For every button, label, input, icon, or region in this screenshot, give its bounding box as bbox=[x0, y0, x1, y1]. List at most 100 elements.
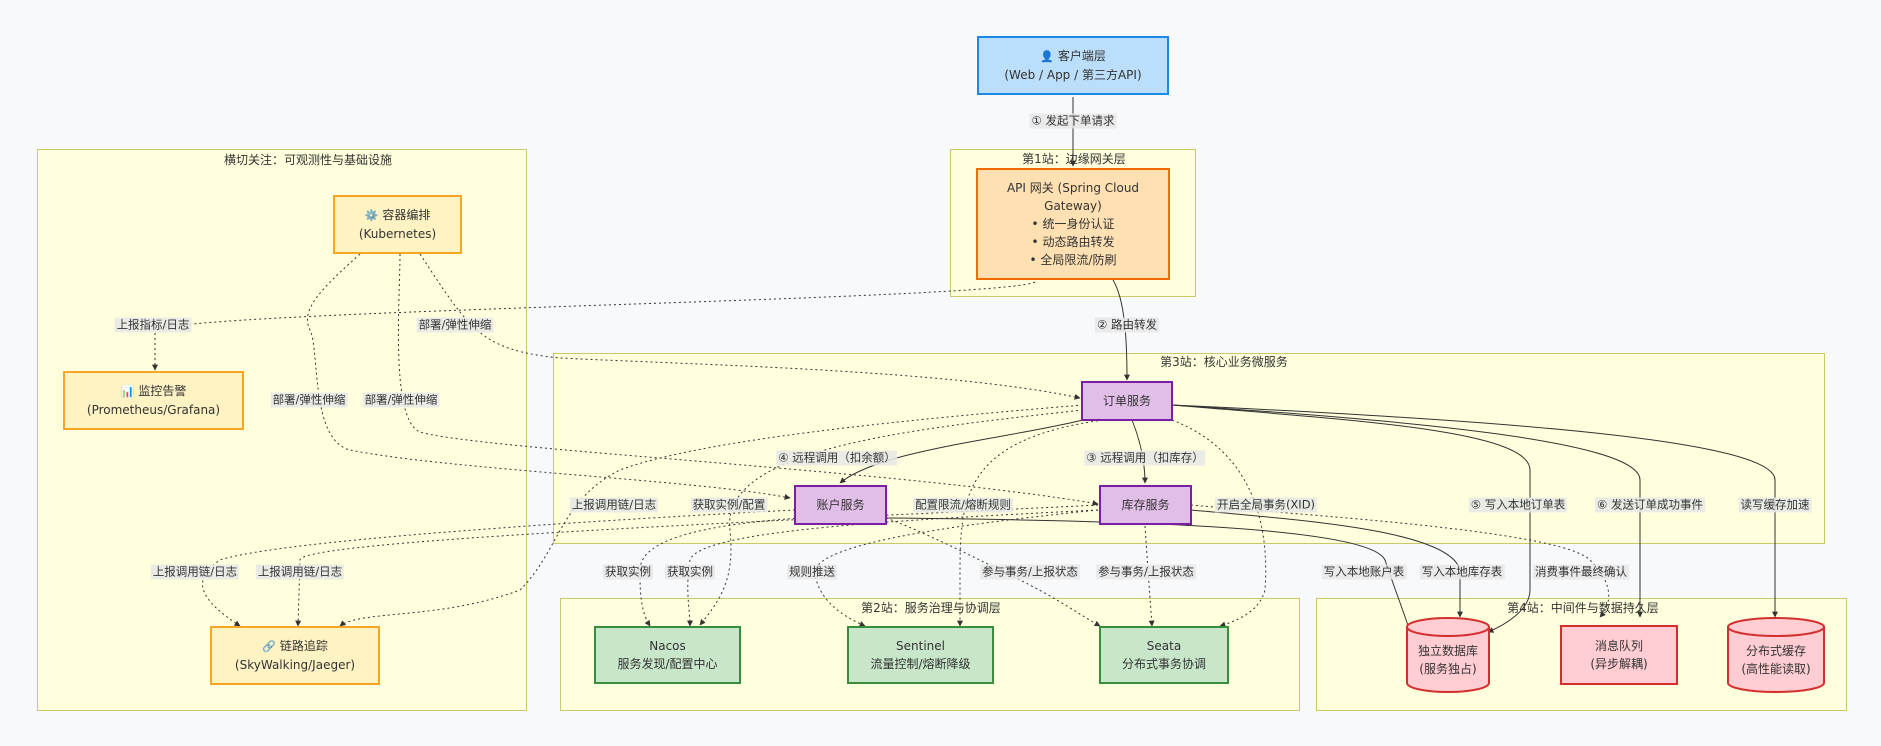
edge-label-write-order: ⑤ 写入本地订单表 bbox=[1468, 497, 1568, 513]
gateway-label: API 网关 (Spring Cloud bbox=[1006, 181, 1140, 195]
message-queue-label: 消息队列 bbox=[1594, 639, 1643, 653]
edge-label-deduct-stock: ③ 远程调用（扣库存） bbox=[1084, 450, 1206, 466]
edge-label-send-event: ⑥ 发送订单成功事件 bbox=[1595, 497, 1705, 513]
sentinel-node[interactable]: Sentinel 流量控制/熔断降级 bbox=[847, 626, 994, 684]
edge-label-k8s-order: 部署/弹性伸缩 bbox=[416, 317, 494, 333]
cluster-governance-title: 第2站：服务治理与协调层 bbox=[861, 601, 1001, 615]
edge-label-account-nacos: 获取实例 bbox=[603, 564, 653, 580]
edge-mq-inventory bbox=[1190, 504, 1610, 618]
cache-cylinder-icon bbox=[1727, 617, 1825, 693]
edge-k8s-account bbox=[306, 253, 791, 500]
nacos-sublabel: 服务发现/配置中心 bbox=[617, 657, 718, 671]
inventory-service-label: 库存服务 bbox=[1121, 498, 1170, 512]
cache-label: 分布式缓存 bbox=[1745, 644, 1806, 658]
database-sublabel: (服务独占) bbox=[1419, 662, 1477, 676]
edge-label-account-trace: 上报调用链/日志 bbox=[150, 564, 240, 580]
edge-order-seata bbox=[1171, 419, 1267, 628]
client-node[interactable]: 👤客户端层 (Web / App / 第三方API) bbox=[977, 36, 1169, 95]
gear-icon: ⚙️ bbox=[364, 209, 379, 222]
seata-node[interactable]: Seata 分布式事务协调 bbox=[1099, 626, 1229, 684]
nacos-label: Nacos bbox=[649, 639, 686, 653]
gateway-feature-ratelimit: • 全局限流/防刷 bbox=[1029, 253, 1117, 267]
edge-order-mq bbox=[1171, 404, 1643, 618]
edge-label-inventory-nacos: 获取实例 bbox=[665, 564, 715, 580]
link-icon: 🔗 bbox=[262, 640, 276, 653]
edge-label-route: ② 路由转发 bbox=[1095, 317, 1159, 333]
chart-icon: 📊 bbox=[120, 385, 135, 398]
monitoring-node[interactable]: 📊监控告警 (Prometheus/Grafana) bbox=[63, 371, 244, 430]
cache-sublabel: (高性能读取) bbox=[1741, 662, 1811, 676]
edge-order-db bbox=[1171, 404, 1531, 633]
tracing-title: 🔗链路追踪 bbox=[262, 637, 328, 656]
gateway-label-2: Gateway) bbox=[1044, 199, 1102, 213]
edge-label-gateway-monitor: 上报指标/日志 bbox=[114, 317, 192, 333]
edge-order-nacos bbox=[699, 409, 1084, 626]
monitoring-sublabel: (Prometheus/Grafana) bbox=[86, 403, 221, 417]
edge-label-request: ① 发起下单请求 bbox=[1029, 113, 1117, 129]
client-sublabel: (Web / App / 第三方API) bbox=[1004, 68, 1142, 82]
edge-label-rule-push: 规则推送 bbox=[787, 564, 837, 580]
tracing-sublabel: (SkyWalking/Jaeger) bbox=[234, 658, 356, 672]
cluster-core-title: 第3站：核心业务微服务 bbox=[1160, 355, 1288, 369]
client-title: 👤客户端层 bbox=[1040, 47, 1106, 66]
edge-label-global-tx: 开启全局事务(XID) bbox=[1214, 497, 1318, 513]
database-node[interactable]: 独立数据库 (服务独占) bbox=[1406, 617, 1490, 693]
account-service-node[interactable]: 账户服务 bbox=[794, 485, 887, 525]
message-queue-sublabel: (异步解耦) bbox=[1590, 657, 1648, 671]
edge-label-order-nacos: 获取实例/配置 bbox=[690, 497, 768, 513]
edge-label-inventory-seata: 参与事务/上报状态 bbox=[1096, 564, 1196, 580]
cluster-crosscut-title: 横切关注：可观测性与基础设施 bbox=[223, 153, 392, 167]
cluster-middleware-title: 第4站：中间件与数据持久层 bbox=[1507, 601, 1659, 615]
edge-inventory-sentinel bbox=[814, 509, 1099, 627]
edge-label-mq-consume: 消费事件最终确认 bbox=[1533, 564, 1629, 580]
edge-label-cache: 读写缓存加速 bbox=[1738, 497, 1812, 513]
cache-node[interactable]: 分布式缓存 (高性能读取) bbox=[1727, 617, 1825, 693]
edge-inventory-nacos bbox=[686, 509, 1099, 627]
gateway-node[interactable]: API 网关 (Spring Cloud Gateway) • 统一身份认证 •… bbox=[976, 168, 1170, 280]
nacos-node[interactable]: Nacos 服务发现/配置中心 bbox=[594, 626, 741, 684]
edge-order-account bbox=[839, 419, 1084, 484]
tracing-label: 链路追踪 bbox=[279, 639, 328, 653]
order-service-node[interactable]: 订单服务 bbox=[1081, 381, 1173, 421]
edge-label-k8s-account: 部署/弹性伸缩 bbox=[270, 392, 348, 408]
tracing-node[interactable]: 🔗链路追踪 (SkyWalking/Jaeger) bbox=[210, 626, 380, 685]
edge-gateway-monitor bbox=[152, 281, 1036, 371]
database-label: 独立数据库 bbox=[1417, 644, 1478, 658]
seata-label: Seata bbox=[1146, 639, 1182, 653]
kubernetes-sublabel: (Kubernetes) bbox=[358, 227, 437, 241]
edge-order-sentinel bbox=[957, 419, 1104, 627]
inventory-service-node[interactable]: 库存服务 bbox=[1099, 485, 1192, 525]
edge-label-k8s-inventory: 部署/弹性伸缩 bbox=[362, 392, 440, 408]
cluster-edge-title: 第1站：边缘网关层 bbox=[1022, 152, 1126, 166]
edge-label-account-seata: 参与事务/上报状态 bbox=[980, 564, 1080, 580]
sentinel-label: Sentinel bbox=[896, 639, 945, 653]
edge-label-account-db: 写入本地账户表 bbox=[1321, 564, 1407, 580]
sentinel-sublabel: 流量控制/熔断降级 bbox=[870, 657, 971, 671]
edge-order-inventory bbox=[1131, 419, 1148, 484]
edge-account-nacos bbox=[639, 517, 801, 627]
edge-label-deduct-balance: ④ 远程调用（扣余额） bbox=[776, 450, 898, 466]
edge-label-inventory-trace: 上报调用链/日志 bbox=[255, 564, 345, 580]
edge-inventory-db bbox=[1190, 509, 1463, 618]
monitoring-title: 📊监控告警 bbox=[121, 382, 187, 401]
client-label: 客户端层 bbox=[1057, 49, 1106, 63]
user-icon: 👤 bbox=[1040, 50, 1054, 63]
database-cylinder-icon bbox=[1406, 617, 1490, 693]
edge-label-inventory-db: 写入本地库存表 bbox=[1419, 564, 1505, 580]
kubernetes-node[interactable]: ⚙️容器编排 (Kubernetes) bbox=[333, 195, 462, 254]
edge-account-db bbox=[885, 517, 1412, 633]
database-text: 独立数据库 (服务独占) bbox=[1418, 632, 1478, 678]
edge-order-cache bbox=[1171, 404, 1778, 618]
cache-text: 分布式缓存 (高性能读取) bbox=[1741, 632, 1810, 678]
edge-order-trace bbox=[339, 404, 1084, 627]
seata-sublabel: 分布式事务协调 bbox=[1121, 657, 1206, 671]
kubernetes-label: 容器编排 bbox=[382, 208, 431, 222]
message-queue-node[interactable]: 消息队列 (异步解耦) bbox=[1560, 625, 1678, 685]
edge-label-sentinel-rules: 配置限流/熔断规则 bbox=[913, 497, 1013, 513]
kubernetes-title: ⚙️容器编排 bbox=[365, 206, 431, 225]
order-service-label: 订单服务 bbox=[1102, 394, 1151, 408]
edge-label-order-trace: 上报调用链/日志 bbox=[569, 497, 659, 513]
monitoring-label: 监控告警 bbox=[138, 384, 187, 398]
edge-inventory-seata bbox=[1144, 525, 1155, 627]
